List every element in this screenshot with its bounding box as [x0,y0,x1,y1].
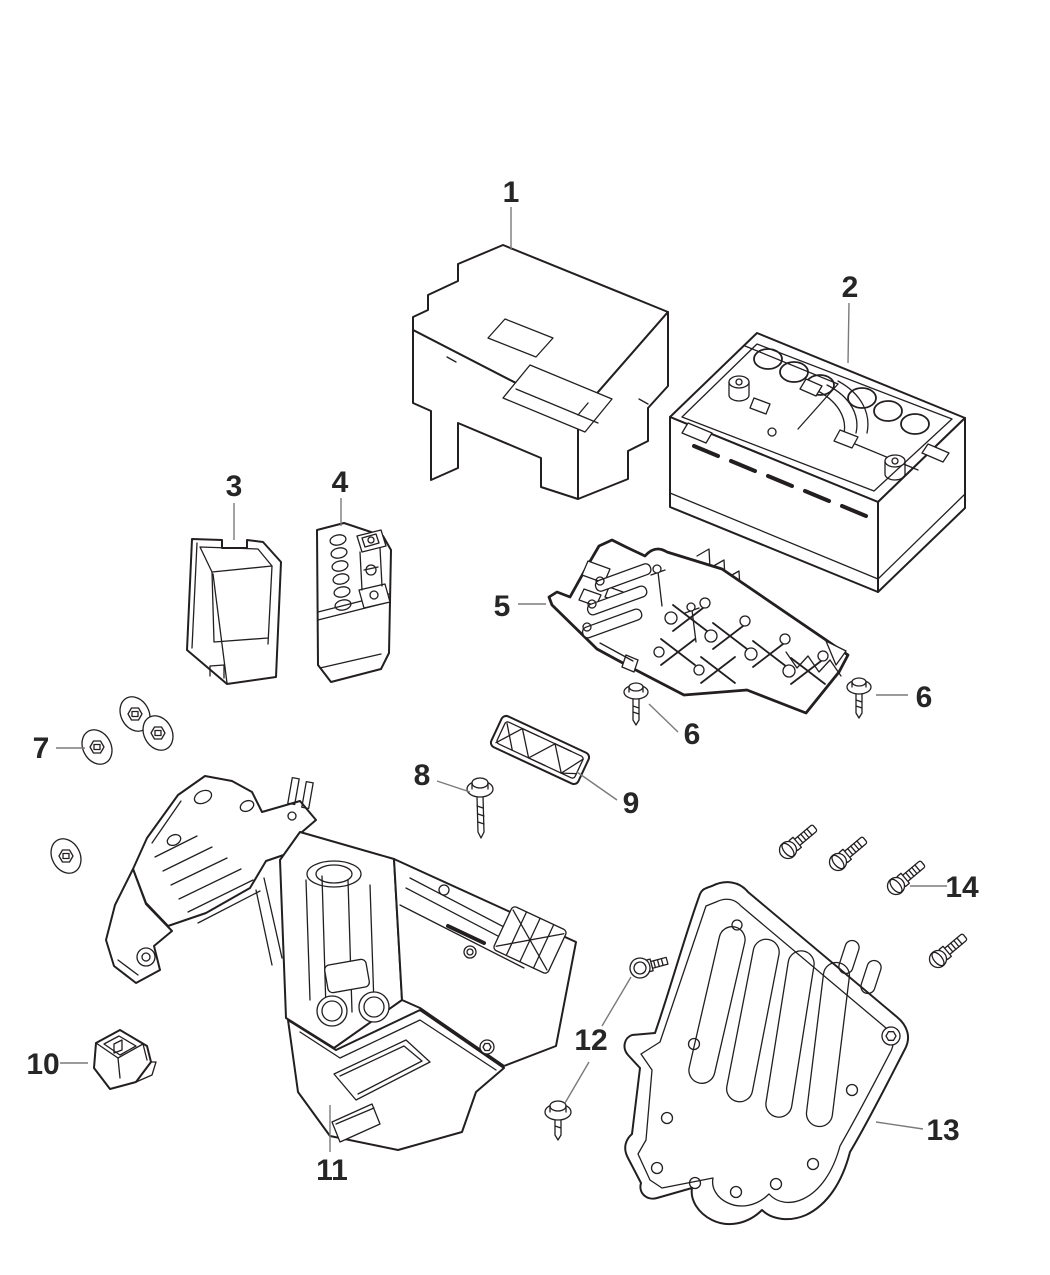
part-14-bolt-group [778,824,968,969]
part-12-bolt-top [629,956,669,979]
leader-12b [564,1061,590,1104]
bolt [778,824,818,860]
callout-14: 14 [945,871,979,904]
callout-9: 9 [623,787,640,820]
callout-6-right: 6 [916,681,933,714]
leader-13 [875,1121,924,1130]
battery-terminal-right [884,454,906,481]
callout-2: 2 [842,271,859,304]
callout-labels: 1 2 3 4 5 6 6 7 8 9 10 11 12 13 14 [26,176,979,1187]
part-9-support-block [489,714,591,786]
leader-6-left [648,703,679,733]
leader-2 [847,302,850,364]
callout-1: 1 [503,176,520,209]
bolt [828,836,868,872]
bolt [886,860,926,896]
part-11-battery-support-tray [105,775,577,1151]
battery-terminal-left [728,375,771,415]
part-12-screw-bottom [544,1100,572,1141]
leader-12a [601,976,632,1027]
part-13-skid-plate [623,881,910,1226]
part-10-retaining-clip [93,1029,157,1090]
nut-washer [50,838,82,874]
callout-6-left: 6 [684,718,701,751]
part-5-battery-tray [547,538,850,715]
leader-lines [56,207,947,1152]
part-4-auxiliary-battery [316,522,392,683]
part-1-battery-cover [412,244,669,500]
callout-10: 10 [26,1048,59,1081]
leader-9 [576,771,618,801]
part-3-battery-shield-box [186,538,282,685]
nut-washer [142,715,174,751]
callout-12: 12 [574,1024,607,1057]
part-7-nut-washer-group [50,696,174,874]
callout-3: 3 [226,470,243,503]
callout-7: 7 [33,732,50,765]
part-2-battery [669,332,966,593]
callout-4: 4 [332,466,349,499]
nut-washer [119,696,151,732]
part-6-screw-left [623,682,649,726]
callout-13: 13 [926,1114,959,1147]
part-8-screw [466,777,494,839]
nut-washer [81,729,113,765]
leader-8 [436,780,471,793]
callout-8: 8 [414,759,431,792]
bolt [928,933,968,969]
part-6-screw-right [846,677,872,719]
callout-11: 11 [316,1154,348,1187]
callout-5: 5 [494,590,511,623]
